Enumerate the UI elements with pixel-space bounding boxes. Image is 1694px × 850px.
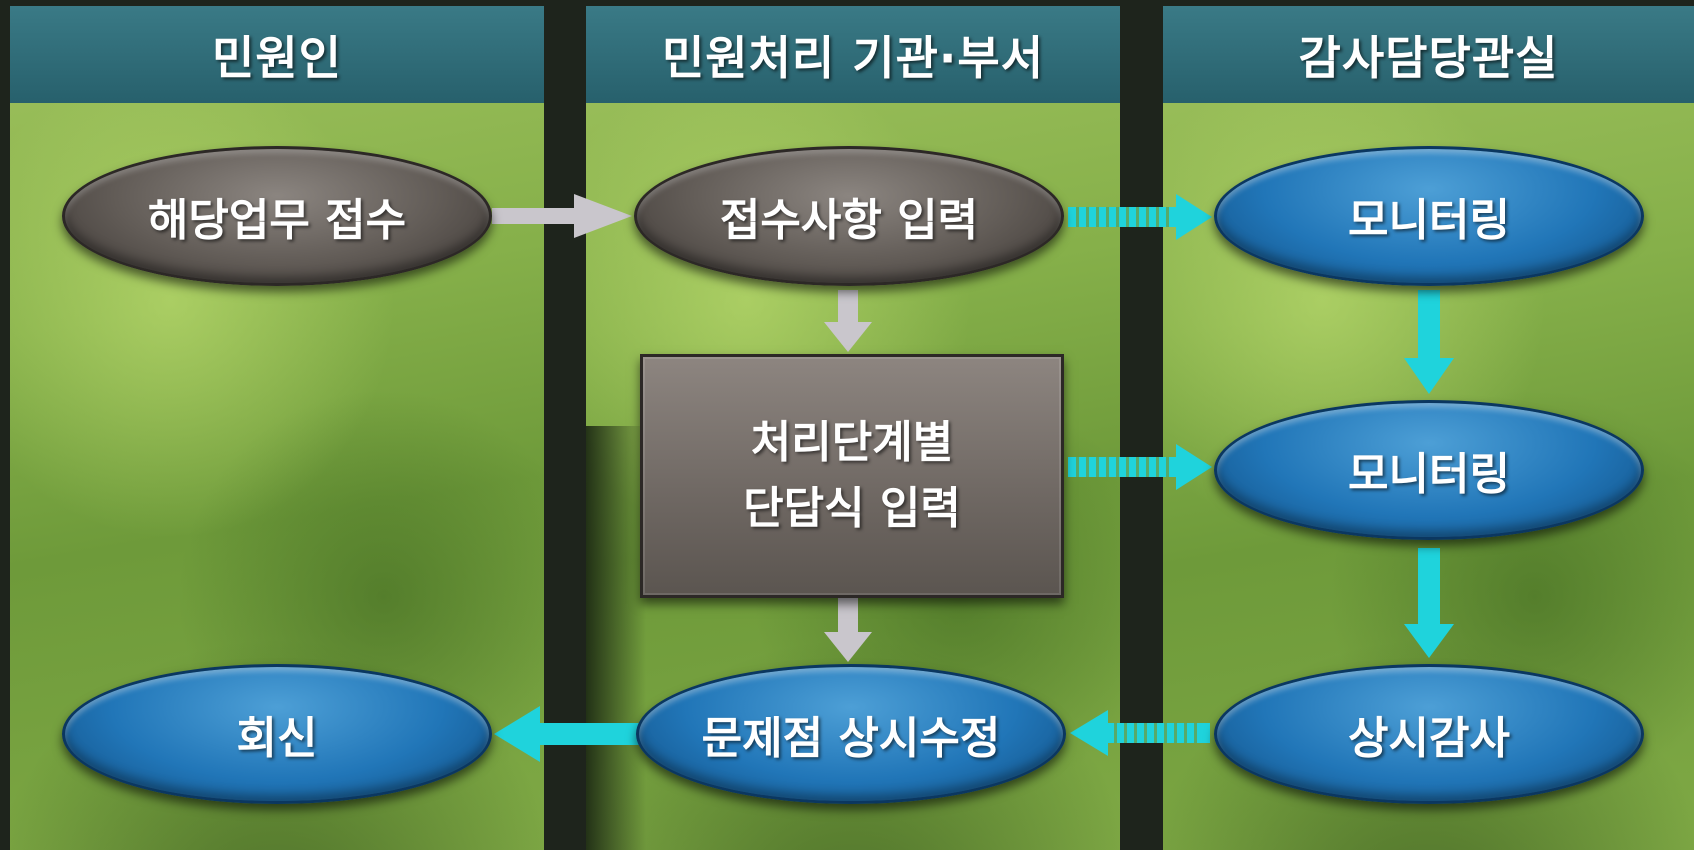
arrow-input-to-monitoring (1068, 194, 1212, 240)
lane-header-complainant: 민원인 (10, 6, 544, 103)
arrow-stage-to-fix (824, 598, 872, 662)
arrow-input-to-stage (824, 290, 872, 352)
arrow-monitoring-to-monitoring (1404, 290, 1454, 394)
arrow-monitoring-to-audit (1404, 548, 1454, 658)
node-stage-input-line2: 단답식 입력 (743, 483, 961, 534)
node-stage-input: 처리단계별 단답식 입력 (640, 354, 1064, 598)
lane-header-audit: 감사담당관실 (1163, 6, 1694, 103)
arrow-fix-to-reply (494, 706, 642, 762)
node-input-received: 접수사항 입력 (634, 146, 1064, 286)
arrow-receive-to-input (492, 194, 632, 238)
node-monitoring-1-label: 모니터링 (1348, 195, 1510, 246)
node-fix-issue: 문제점 상시수정 (636, 664, 1066, 804)
node-fix-issue-label: 문제점 상시수정 (701, 713, 1001, 764)
node-monitoring-2: 모니터링 (1214, 400, 1644, 540)
lane-header-agency: 민원처리 기관·부서 (586, 6, 1120, 103)
arrow-stage-to-monitoring (1068, 444, 1212, 490)
node-monitoring-2-label: 모니터링 (1348, 449, 1510, 500)
node-receive-task-label: 해당업무 접수 (147, 195, 407, 246)
node-receive-task: 해당업무 접수 (62, 146, 492, 286)
node-monitoring-1: 모니터링 (1214, 146, 1644, 286)
node-reply-label: 회신 (236, 713, 318, 764)
node-stage-input-line1: 처리단계별 (750, 417, 954, 468)
node-regular-audit-label: 상시감사 (1348, 713, 1510, 764)
node-regular-audit: 상시감사 (1214, 664, 1644, 804)
arrow-audit-to-fix (1070, 710, 1210, 756)
node-reply: 회신 (62, 664, 492, 804)
node-input-received-label: 접수사항 입력 (719, 195, 979, 246)
